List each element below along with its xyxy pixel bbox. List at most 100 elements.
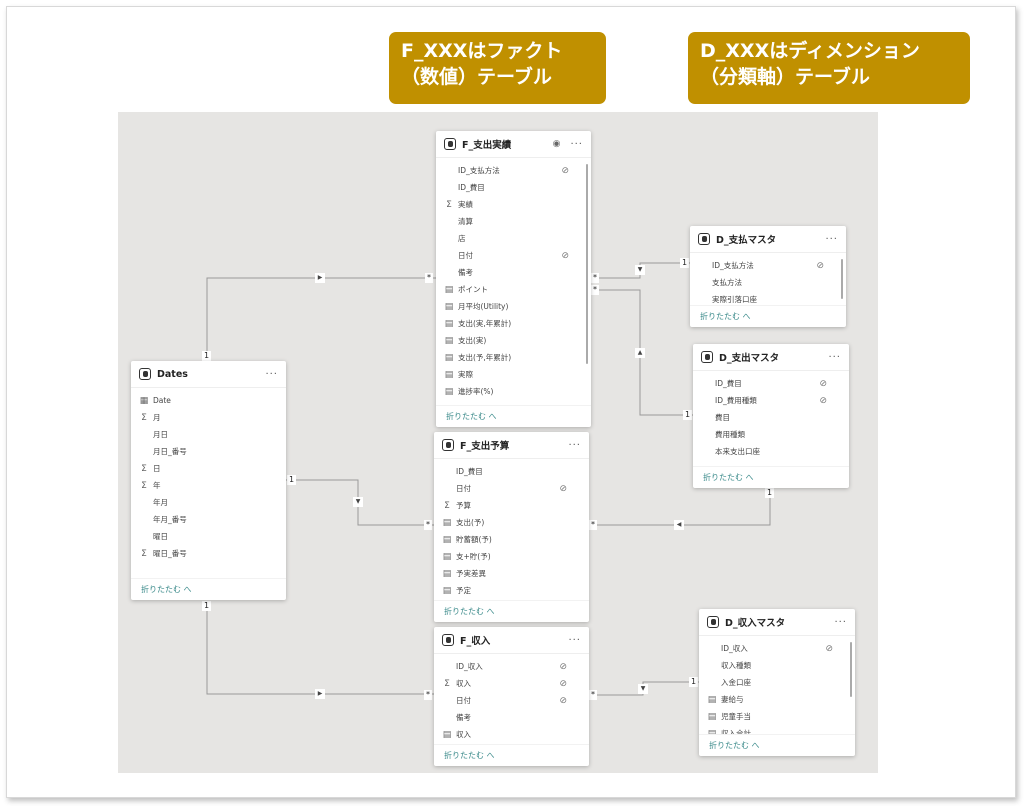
field-list[interactable]: ID_収入 ⊘ 収入種類 入金口座 ▤ 妻給与 ▤ 児童手当 ▤ 収入合計 — [699, 636, 855, 734]
table-card-f-shunyu[interactable]: F_収入 ··· ID_収入 ⊘ Σ 収入 ⊘ 日付 ⊘ 備考 ▤ 収入 折りた… — [434, 627, 589, 766]
field-list[interactable]: ID_費目 ⊘ ID_費用種類 ⊘ 費目 費用種類 本来支出口座 — [693, 371, 849, 466]
field-row[interactable]: 月日_番号 — [131, 443, 286, 460]
field-row[interactable]: Σ 日 — [131, 460, 286, 477]
hidden-eye-icon[interactable]: ⊘ — [559, 695, 567, 706]
table-card-f-yosan[interactable]: F_支出予算 ··· ID_費目 日付 ⊘ Σ 予算 ▤ 支出(予) ▤ 貯蓄額… — [434, 432, 589, 622]
table-header[interactable]: F_収入 ··· — [434, 627, 589, 654]
field-row[interactable]: ▤ 収入合計 — [699, 725, 855, 735]
field-row[interactable]: ID_支払方法 ⊘ — [436, 162, 591, 179]
hidden-eye-icon[interactable]: ⊘ — [819, 378, 827, 389]
field-row[interactable]: ▤ 支+貯(予) — [434, 548, 589, 565]
field-list[interactable]: ▦ Date Σ 月 月日 月日_番号 Σ 日 Σ 年 年月 年月_番号 — [131, 388, 286, 578]
table-header[interactable]: F_支出予算 ··· — [434, 432, 589, 459]
hidden-eye-icon[interactable]: ⊘ — [559, 661, 567, 672]
hidden-eye-icon[interactable]: ⊘ — [816, 260, 824, 271]
scrollbar[interactable] — [850, 642, 852, 697]
more-options-icon[interactable]: ··· — [825, 233, 838, 245]
field-row[interactable]: 年月 — [131, 494, 286, 511]
field-row[interactable]: ▤ 支出(予,年累計) — [436, 349, 591, 366]
scrollbar[interactable] — [586, 164, 588, 364]
more-options-icon[interactable]: ··· — [568, 634, 581, 646]
field-row[interactable]: ID_費目 — [436, 179, 591, 196]
field-row[interactable]: 備考 — [434, 709, 589, 726]
field-row[interactable]: 備考 — [436, 264, 591, 281]
field-row[interactable]: 日付 ⊘ — [434, 692, 589, 709]
table-card-d-shunyu[interactable]: D_収入マスタ ··· ID_収入 ⊘ 収入種類 入金口座 ▤ 妻給与 ▤ 児童… — [699, 609, 855, 756]
table-header[interactable]: Dates ··· — [131, 361, 286, 388]
table-header[interactable]: D_支出マスタ ··· — [693, 344, 849, 371]
collapse-button[interactable]: 折りたたむ へ — [434, 744, 589, 766]
field-row[interactable]: 店 — [436, 230, 591, 247]
table-header[interactable]: F_支出実績 ◉ ··· — [436, 131, 591, 158]
more-options-icon[interactable]: ··· — [828, 351, 841, 363]
field-row[interactable]: ID_収入 ⊘ — [699, 640, 855, 657]
field-row[interactable]: Σ 年 — [131, 477, 286, 494]
field-list[interactable]: ID_支払方法 ⊘ 支払方法 実際引落口座 — [690, 253, 846, 305]
more-options-icon[interactable]: ··· — [568, 439, 581, 451]
field-row[interactable]: ▤ 支出(実) — [436, 332, 591, 349]
hidden-eye-icon[interactable]: ⊘ — [561, 250, 569, 261]
collapse-button[interactable]: 折りたたむ へ — [699, 734, 855, 756]
collapse-button[interactable]: 折りたたむ へ — [690, 305, 846, 327]
field-row[interactable]: Σ 曜日_番号 — [131, 545, 286, 562]
more-options-icon[interactable]: ··· — [570, 138, 583, 150]
hidden-eye-icon[interactable]: ⊘ — [559, 483, 567, 494]
scrollbar[interactable] — [841, 259, 843, 299]
field-row[interactable]: 清算 — [436, 213, 591, 230]
field-row[interactable]: Σ 実績 — [436, 196, 591, 213]
field-row[interactable]: 収入種類 — [699, 657, 855, 674]
field-row[interactable]: ▤ 貯蓄額(予) — [434, 531, 589, 548]
field-row[interactable]: ▤ 収入 — [434, 726, 589, 743]
field-row[interactable]: 費用種類 — [693, 426, 849, 443]
hidden-eye-icon[interactable]: ⊘ — [559, 678, 567, 689]
field-row[interactable]: Σ 収入 ⊘ — [434, 675, 589, 692]
field-row[interactable]: ID_費用種類 ⊘ — [693, 392, 849, 409]
hidden-eye-icon[interactable]: ⊘ — [819, 395, 827, 406]
field-row[interactable]: ▤ 支出(実,年累計) — [436, 315, 591, 332]
field-list[interactable]: ID_支払方法 ⊘ ID_費目 Σ 実績 清算 店 日付 ⊘ 備考 ▤ ポイント… — [436, 158, 591, 405]
field-row[interactable]: ▤ 進捗率(%) — [436, 383, 591, 400]
hidden-eye-icon[interactable]: ⊘ — [561, 165, 569, 176]
more-options-icon[interactable]: ··· — [834, 616, 847, 628]
field-row[interactable]: 日付 ⊘ — [436, 247, 591, 264]
collapse-button[interactable]: 折りたたむ へ — [131, 578, 286, 600]
field-row[interactable]: ▤ 実際 — [436, 366, 591, 383]
field-row[interactable]: 本来支出口座 — [693, 443, 849, 460]
field-row[interactable]: Σ 予算 — [434, 497, 589, 514]
field-row[interactable]: ▤ 予定 — [434, 582, 589, 599]
field-row[interactable]: 費目 — [693, 409, 849, 426]
table-header[interactable]: D_収入マスタ ··· — [699, 609, 855, 636]
hidden-eye-icon[interactable]: ⊘ — [825, 643, 833, 654]
field-row[interactable]: 支払方法 — [690, 274, 846, 291]
field-list[interactable]: ID_収入 ⊘ Σ 収入 ⊘ 日付 ⊘ 備考 ▤ 収入 — [434, 654, 589, 744]
field-row[interactable]: ID_支払方法 ⊘ — [690, 257, 846, 274]
field-row[interactable]: ▤ 妻給与 — [699, 691, 855, 708]
field-row[interactable]: 実際引落口座 — [690, 291, 846, 305]
field-row[interactable]: 月日 — [131, 426, 286, 443]
collapse-button[interactable]: 折りたたむ へ — [434, 600, 589, 622]
field-row[interactable]: ▤ ポイント — [436, 281, 591, 298]
table-card-f-jisseki[interactable]: F_支出実績 ◉ ··· ID_支払方法 ⊘ ID_費目 Σ 実績 清算 店 日… — [436, 131, 591, 427]
field-row[interactable]: ▤ 予実差異 — [434, 565, 589, 582]
table-card-d-shishutsu[interactable]: D_支出マスタ ··· ID_費目 ⊘ ID_費用種類 ⊘ 費目 費用種類 本来… — [693, 344, 849, 488]
field-row[interactable]: Σ 月 — [131, 409, 286, 426]
field-row[interactable]: 曜日 — [131, 528, 286, 545]
collapse-button[interactable]: 折りたたむ へ — [693, 466, 849, 488]
field-row[interactable]: 入金口座 — [699, 674, 855, 691]
field-row[interactable]: ▤ 児童手当 — [699, 708, 855, 725]
field-row[interactable]: ▤ 月平均(Utility) — [436, 298, 591, 315]
more-options-icon[interactable]: ··· — [265, 368, 278, 380]
collapse-button[interactable]: 折りたたむ へ — [436, 405, 591, 427]
table-card-dates[interactable]: Dates ··· ▦ Date Σ 月 月日 月日_番号 Σ 日 Σ 年 年月… — [131, 361, 286, 600]
table-header[interactable]: D_支払マスタ ··· — [690, 226, 846, 253]
field-row[interactable]: 年月_番号 — [131, 511, 286, 528]
field-row[interactable]: ▦ Date — [131, 392, 286, 409]
field-list[interactable]: ID_費目 日付 ⊘ Σ 予算 ▤ 支出(予) ▤ 貯蓄額(予) ▤ 支+貯(予… — [434, 459, 589, 600]
field-row[interactable]: ID_収入 ⊘ — [434, 658, 589, 675]
field-row[interactable]: ID_費目 ⊘ — [693, 375, 849, 392]
field-row[interactable]: 日付 ⊘ — [434, 480, 589, 497]
eye-icon[interactable]: ◉ — [552, 139, 561, 149]
table-card-d-shiharai[interactable]: D_支払マスタ ··· ID_支払方法 ⊘ 支払方法 実際引落口座 折りたたむ … — [690, 226, 846, 327]
field-row[interactable]: ▤ 支出(予) — [434, 514, 589, 531]
field-row[interactable]: ID_費目 — [434, 463, 589, 480]
